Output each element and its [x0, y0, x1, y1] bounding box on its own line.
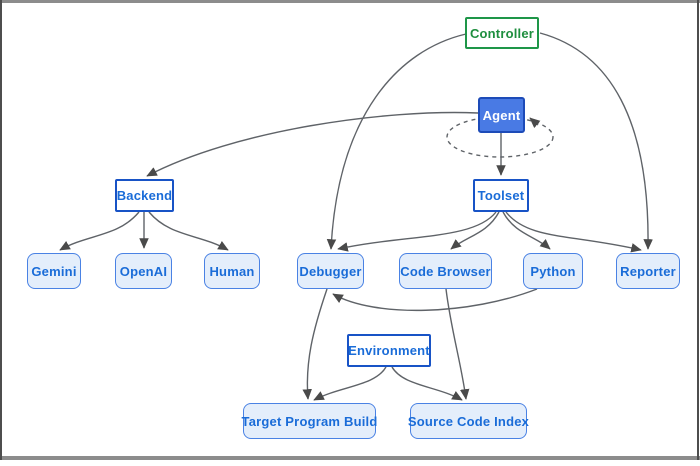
- edge-controller-reporter: [539, 32, 653, 250]
- node-source-code-index: Source Code Index: [408, 403, 529, 439]
- frame-top-border: [0, 0, 700, 3]
- edge-agent-self-loop: [446, 116, 554, 158]
- edge-environment-target-program-build: [313, 366, 387, 401]
- edge-python-debugger: [332, 288, 538, 312]
- edge-backend-human: [148, 211, 229, 251]
- node-controller: Controller: [465, 17, 539, 49]
- edge-toolset-debugger: [337, 211, 497, 252]
- node-environment: Environment: [347, 334, 431, 367]
- node-agent: Agent: [478, 97, 525, 133]
- edge-toolset-code-browser: [450, 211, 500, 250]
- node-debugger: Debugger: [297, 253, 364, 289]
- edge-environment-source-code-index: [391, 366, 463, 401]
- node-reporter: Reporter: [616, 253, 680, 289]
- node-toolset: Toolset: [473, 179, 529, 212]
- edge-code-browser-source-code-index: [445, 288, 470, 400]
- node-backend: Backend: [115, 179, 174, 212]
- edge-debugger-target-program-build: [302, 288, 328, 400]
- node-gemini: Gemini: [27, 253, 81, 289]
- frame-right-border: [697, 0, 699, 460]
- node-python: Python: [523, 253, 583, 289]
- edge-toolset-python: [502, 211, 551, 250]
- edge-backend-gemini: [59, 211, 140, 251]
- edge-agent-backend: [146, 111, 479, 177]
- frame-bottom-border: [0, 456, 700, 460]
- edge-toolset-reporter: [505, 211, 642, 253]
- node-target-program-build: Target Program Build: [242, 403, 377, 439]
- node-openai: OpenAI: [115, 253, 172, 289]
- edge-agent-self-loop-arrow: [529, 117, 541, 129]
- edge-controller-debugger: [326, 33, 467, 250]
- frame-left-border: [0, 0, 2, 460]
- node-human: Human: [204, 253, 260, 289]
- node-code-browser: Code Browser: [399, 253, 492, 289]
